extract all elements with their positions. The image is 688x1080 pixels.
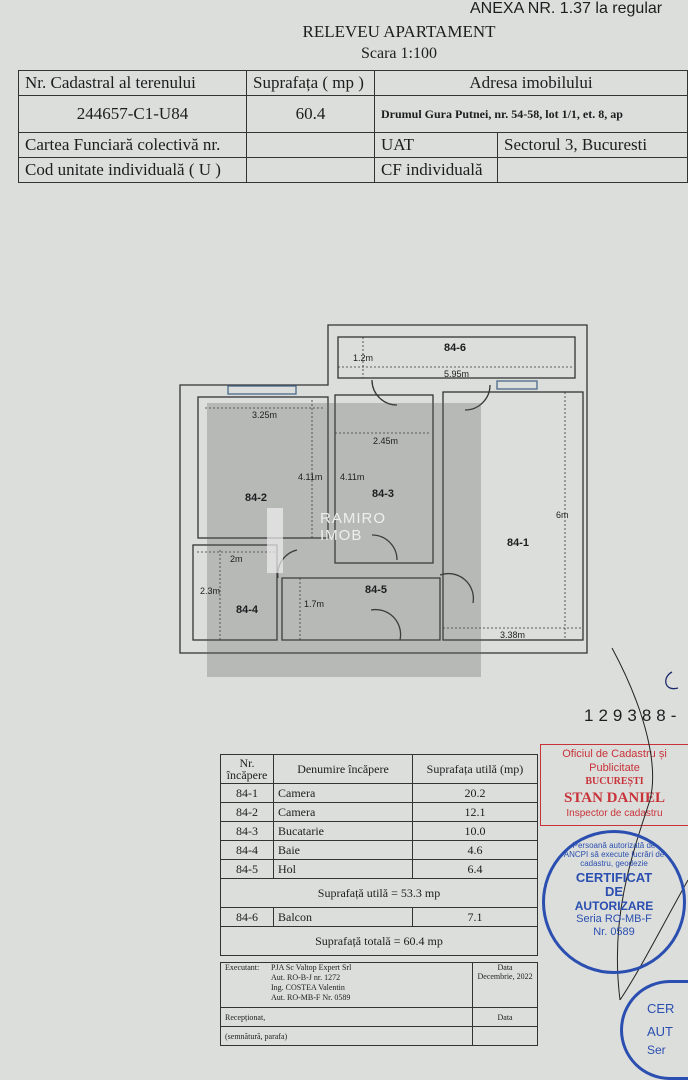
dimension-label: 3.25m xyxy=(252,410,278,420)
col-header: Suprafața utilă (mp) xyxy=(412,754,538,784)
room-label: 84-3 xyxy=(372,488,395,500)
executant-line: Aut. RO-MB-F Nr. 0589 xyxy=(271,993,351,1002)
room-84-2-outline xyxy=(197,396,329,539)
stamp-line: Seria RO-MB-F xyxy=(576,913,652,925)
dimension-label: 2.3m xyxy=(200,586,221,596)
stamp-line: Oficiul de Cadastru și Publicitate xyxy=(562,748,667,774)
stamp-line: Inspector de cadastru xyxy=(566,808,663,819)
room-nr: 84-3 xyxy=(220,821,274,841)
col-header: Denumire încăpere xyxy=(273,754,413,784)
dimension-label: 6m xyxy=(556,510,569,520)
watermark-overlay xyxy=(207,403,481,677)
stamp-line: STAN DANIEL xyxy=(564,790,665,806)
total-area: Suprafață totală = 60.4 mp xyxy=(220,926,538,956)
stamp-line: AUTORIZARE xyxy=(574,899,654,913)
door-arc xyxy=(464,384,491,411)
plan-labels: 84-6 84-1 84-2 84-3 84-4 84-5 1.2m 5.95m… xyxy=(200,342,569,640)
door-arc xyxy=(439,572,475,604)
cadastral-nr: 244657-C1-U84 xyxy=(18,95,247,133)
stamp-ring-text: Persoană autorizată de ANCPI să execute … xyxy=(563,841,665,868)
room-84-4-outline xyxy=(192,544,278,641)
annex-label: ANEXA NR. 1.37 la regular xyxy=(470,0,663,17)
scale-label: Scara 1:100 xyxy=(361,45,437,62)
room-84-3-outline xyxy=(334,394,434,564)
room-label: 84-4 xyxy=(236,604,259,616)
window-1 xyxy=(227,385,297,395)
door-arc xyxy=(370,608,402,641)
area-header: Suprafața ( mp ) xyxy=(246,70,375,96)
uat-value: Sectorul 3, Bucuresti xyxy=(497,132,688,158)
watermark-text: RAMIRO IMOB xyxy=(320,510,386,544)
area-value: 60.4 xyxy=(246,95,375,133)
dimension-label: 5.95m xyxy=(444,369,470,379)
watermark-line: IMOB xyxy=(320,527,363,544)
blue-stamp: Persoană autorizată de ANCPI să execute … xyxy=(542,830,686,974)
signature-label: (semnătură, parafa) xyxy=(219,1026,474,1046)
document-title: RELEVEU APARTAMENT xyxy=(302,22,496,41)
address-header: Adresa imobilului xyxy=(374,70,688,96)
dimension-label: 2m xyxy=(230,554,243,564)
dimension-label: 3.38m xyxy=(500,630,526,640)
room-label: 84-1 xyxy=(507,537,530,549)
balcony-outline xyxy=(337,336,576,379)
address-value: Drumul Gura Putnei, nr. 54-58, lot 1/1, … xyxy=(374,95,688,133)
dimension-label: 4.11m xyxy=(340,472,365,482)
stamp-line: Nr. 0589 xyxy=(593,926,635,938)
room-84-1-outline xyxy=(442,391,584,641)
executant-line: Aut. RO-B-J nr. 1272 xyxy=(271,973,341,982)
stamp-line: AUT xyxy=(647,1024,673,1039)
dimension-label: 2.45m xyxy=(373,436,399,446)
outer-wall xyxy=(179,324,588,654)
dimension-label: 4.11m xyxy=(298,472,323,482)
room-84-5-outline xyxy=(281,577,441,641)
unit-code-label: Cod unitate individuală ( U ) xyxy=(18,157,247,183)
watermark-logo xyxy=(267,508,283,573)
executant-line: PJA Sc Valtop Expert Srl xyxy=(271,963,352,972)
date-value: Decembrie, 2022 xyxy=(477,972,533,981)
room-label: 84-5 xyxy=(365,584,388,596)
executant-table: Executant: PJA Sc Valtop Expert Srl Aut.… xyxy=(219,962,538,1046)
room-label: 84-6 xyxy=(444,342,467,354)
date-label: Data xyxy=(497,963,513,972)
stamp-line: CER xyxy=(647,1001,675,1016)
unit-code-value xyxy=(246,157,375,183)
door-arc xyxy=(371,379,398,406)
stamp-line: CERTIFICAT xyxy=(575,870,653,885)
cadastral-header: Nr. Cadastral al terenului xyxy=(18,70,247,96)
useful-area-total: Suprafață utilă = 53.3 mp xyxy=(220,878,538,908)
rooms-table: Nr. încăpere Denumire încăpere Suprafața… xyxy=(220,754,538,956)
cf-individual-value xyxy=(497,157,688,183)
window-2 xyxy=(496,380,538,390)
dimension-label: 1.7m xyxy=(304,599,325,609)
cf-individual-label: CF individuală xyxy=(374,157,498,183)
dimension-label: 1.2m xyxy=(353,353,374,363)
watermark-line: RAMIRO xyxy=(320,510,386,527)
room-nr: 84-1 xyxy=(220,783,274,803)
cf-collective-label: Cartea Funciară colectivă nr. xyxy=(18,132,247,158)
executant-label: Executant: xyxy=(225,963,260,972)
stamp-line: DE xyxy=(604,884,624,899)
room-label: 84-2 xyxy=(245,492,268,504)
red-stamp: Oficiul de Cadastru și Publicitate BUCUR… xyxy=(540,744,688,826)
door-arc xyxy=(371,534,398,561)
reference-number: 129388- xyxy=(584,706,682,725)
executant-line: Ing. COSTEA Valentin xyxy=(271,983,345,992)
stamp-line: Ser xyxy=(647,1043,666,1057)
stamp-line: BUCUREȘTI xyxy=(585,776,644,787)
header-table: Nr. Cadastral al terenului Suprafața ( m… xyxy=(18,70,688,183)
